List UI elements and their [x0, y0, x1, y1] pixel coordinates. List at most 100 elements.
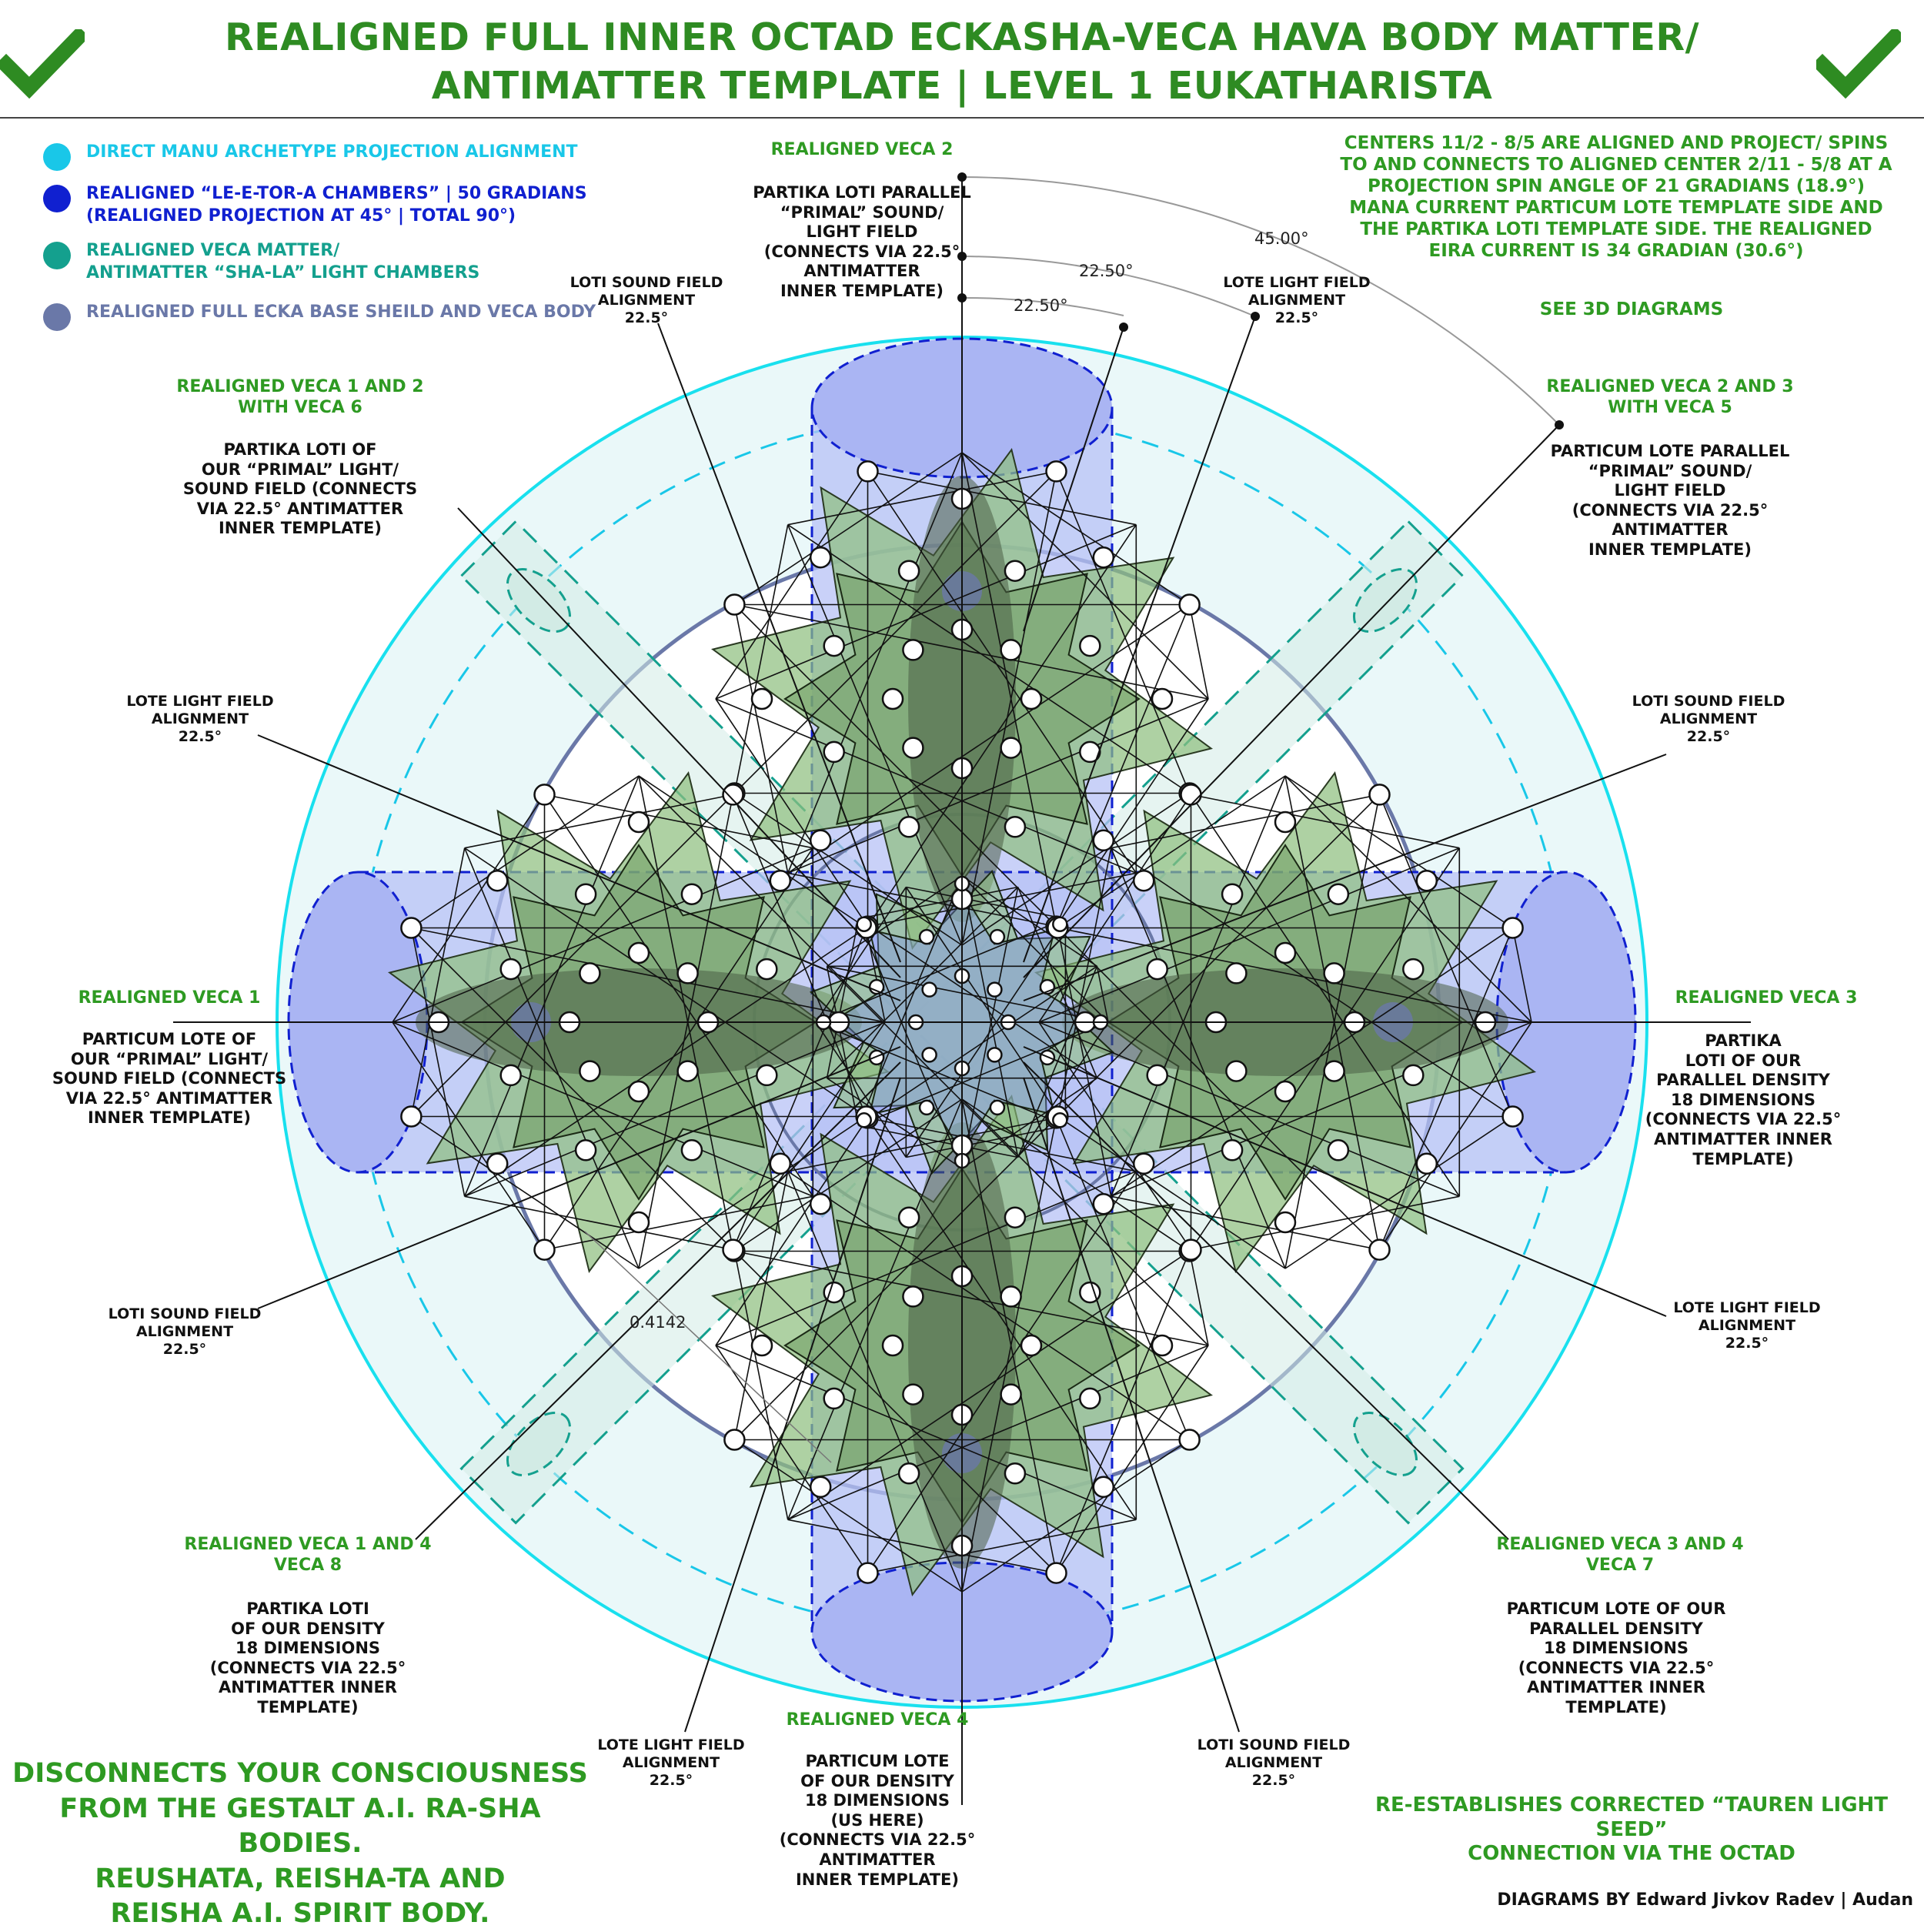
lattice-line	[638, 775, 734, 1250]
lattice-line	[867, 1171, 1137, 1574]
lattice-line	[827, 1078, 963, 1169]
loti-sound-right-label: LOTI SOUND FIELD ALIGNMENT 22.5°	[1632, 693, 1785, 746]
lattice-line	[1055, 471, 1191, 794]
lattice-line	[1038, 847, 1460, 1023]
lattice-line	[826, 966, 860, 1126]
lattice-line	[1188, 1251, 1209, 1346]
lattice-node	[987, 981, 1003, 998]
lattice-node	[533, 784, 556, 806]
legend-swatch	[43, 185, 71, 212]
lattice-node	[1000, 1285, 1022, 1308]
lattice-node	[1225, 962, 1248, 984]
lattice-node	[897, 1462, 920, 1485]
lattice-line	[1055, 1118, 1191, 1440]
lattice-line	[733, 603, 1057, 928]
lattice-line	[815, 1021, 1066, 1127]
lattice-node	[823, 1281, 845, 1304]
lattice-line	[1055, 604, 1191, 927]
lattice-line	[787, 1250, 1191, 1520]
veca-1-4-text: PARTIKA LOTI OF OUR DENSITY 18 DIMENSION…	[209, 1599, 406, 1717]
lattice-line	[787, 470, 1057, 526]
lattice-line	[410, 847, 466, 1117]
lattice-line	[638, 794, 734, 1269]
lattice-line	[1017, 887, 1098, 1079]
lattice-line	[410, 775, 640, 929]
lattice-line	[733, 1171, 789, 1440]
lattice-line	[1190, 847, 1460, 1251]
lattice-node	[676, 962, 699, 984]
lattice-node	[769, 869, 792, 892]
lattice-node	[676, 1060, 699, 1082]
lattice-line	[867, 470, 1137, 874]
lattice-line	[906, 886, 1066, 920]
lattice-node	[627, 941, 650, 964]
lattice-line	[1055, 1251, 1191, 1573]
veca-3-heading: REALIGNED VECA 3	[1675, 988, 1858, 1008]
lattice-node	[723, 1429, 746, 1451]
lattice-node	[902, 737, 924, 759]
lattice-line	[733, 604, 789, 874]
lattice-line	[826, 965, 1019, 1158]
lattice-line	[961, 452, 1191, 606]
bottom-right-note: RE-ESTABLISHES CORRECTED “TAUREN LIGHT S…	[1375, 1793, 1889, 1866]
lattice-line	[1378, 794, 1514, 1117]
lattice-node	[486, 1152, 509, 1175]
lattice-node	[1146, 958, 1168, 981]
legend-swatch	[43, 242, 71, 269]
veca-3-text: PARTIKA LOTI OF OUR PARALLEL DENSITY 18 …	[1645, 1031, 1842, 1168]
lattice-node	[1180, 784, 1202, 806]
ratio-guide-line	[584, 1231, 832, 1463]
veca-2-heading: REALIGNED VECA 2	[770, 140, 954, 159]
lattice-line	[732, 928, 867, 1250]
lattice-line	[961, 1098, 1057, 1573]
lattice-node	[897, 560, 920, 582]
lattice-line	[715, 470, 869, 700]
lattice-node	[750, 1334, 773, 1357]
legend-item-shala: REALIGNED VECA MATTER/ ANTIMATTER “SHA-L…	[43, 240, 479, 284]
angle-label-45: 45.00°	[1254, 229, 1309, 248]
lattice-node	[1004, 1206, 1027, 1228]
lattice-node	[1274, 1080, 1297, 1103]
lattice-line	[867, 1117, 1137, 1520]
lattice-node	[1221, 883, 1244, 905]
lattice-line	[787, 1519, 1057, 1574]
lattice-node	[1402, 1064, 1425, 1087]
lattice-node	[881, 1334, 904, 1357]
lattice-line	[734, 603, 1209, 700]
legend-label: DIRECT MANU ARCHETYPE PROJECTION ALIGNME…	[86, 142, 578, 162]
lattice-node	[756, 1064, 778, 1087]
lattice-line	[905, 887, 1067, 1126]
lattice-node	[1132, 869, 1155, 892]
legend-item-manu: DIRECT MANU ARCHETYPE PROJECTION ALIGNME…	[43, 142, 578, 171]
lattice-line	[787, 603, 1191, 874]
veca-4-text: PARTICUM LOTE OF OUR DENSITY 18 DIMENSIO…	[779, 1752, 976, 1889]
lattice-line	[858, 886, 1018, 920]
lattice-node	[680, 883, 703, 905]
lattice-node	[809, 829, 832, 852]
lattice-line	[732, 794, 867, 1117]
lattice-line	[1190, 794, 1460, 1197]
lattice-node	[897, 1206, 920, 1228]
lattice-node	[499, 1064, 522, 1087]
lattice-line	[1057, 1115, 1286, 1269]
lattice-node	[856, 916, 872, 932]
lattice-line	[905, 918, 1067, 1158]
lattice-node	[989, 928, 1006, 945]
lattice-node	[1178, 593, 1201, 616]
page-title: REALIGNED FULL INNER OCTAD ECKASHA-VECA …	[224, 15, 1700, 108]
lattice-node	[1146, 1064, 1168, 1087]
lattice-line	[1111, 1195, 1380, 1251]
lattice-line	[1284, 775, 1381, 1250]
lattice-node	[579, 1060, 601, 1082]
lattice-node	[1178, 1429, 1201, 1451]
lattice-line	[1378, 1021, 1532, 1251]
lattice-line	[826, 918, 860, 1078]
loti-sound-left-label: LOTI SOUND FIELD ALIGNMENT 22.5°	[108, 1305, 262, 1359]
lattice-node	[918, 1099, 935, 1116]
lattice-node	[857, 460, 879, 483]
loti-sound-bottom-label: LOTI SOUND FIELD ALIGNMENT 22.5°	[1197, 1736, 1351, 1790]
checkmark-icon	[1816, 29, 1901, 99]
lattice-node	[902, 1285, 924, 1308]
lote-light-right-label: LOTE LIGHT FIELD ALIGNMENT 22.5°	[1673, 1299, 1821, 1352]
